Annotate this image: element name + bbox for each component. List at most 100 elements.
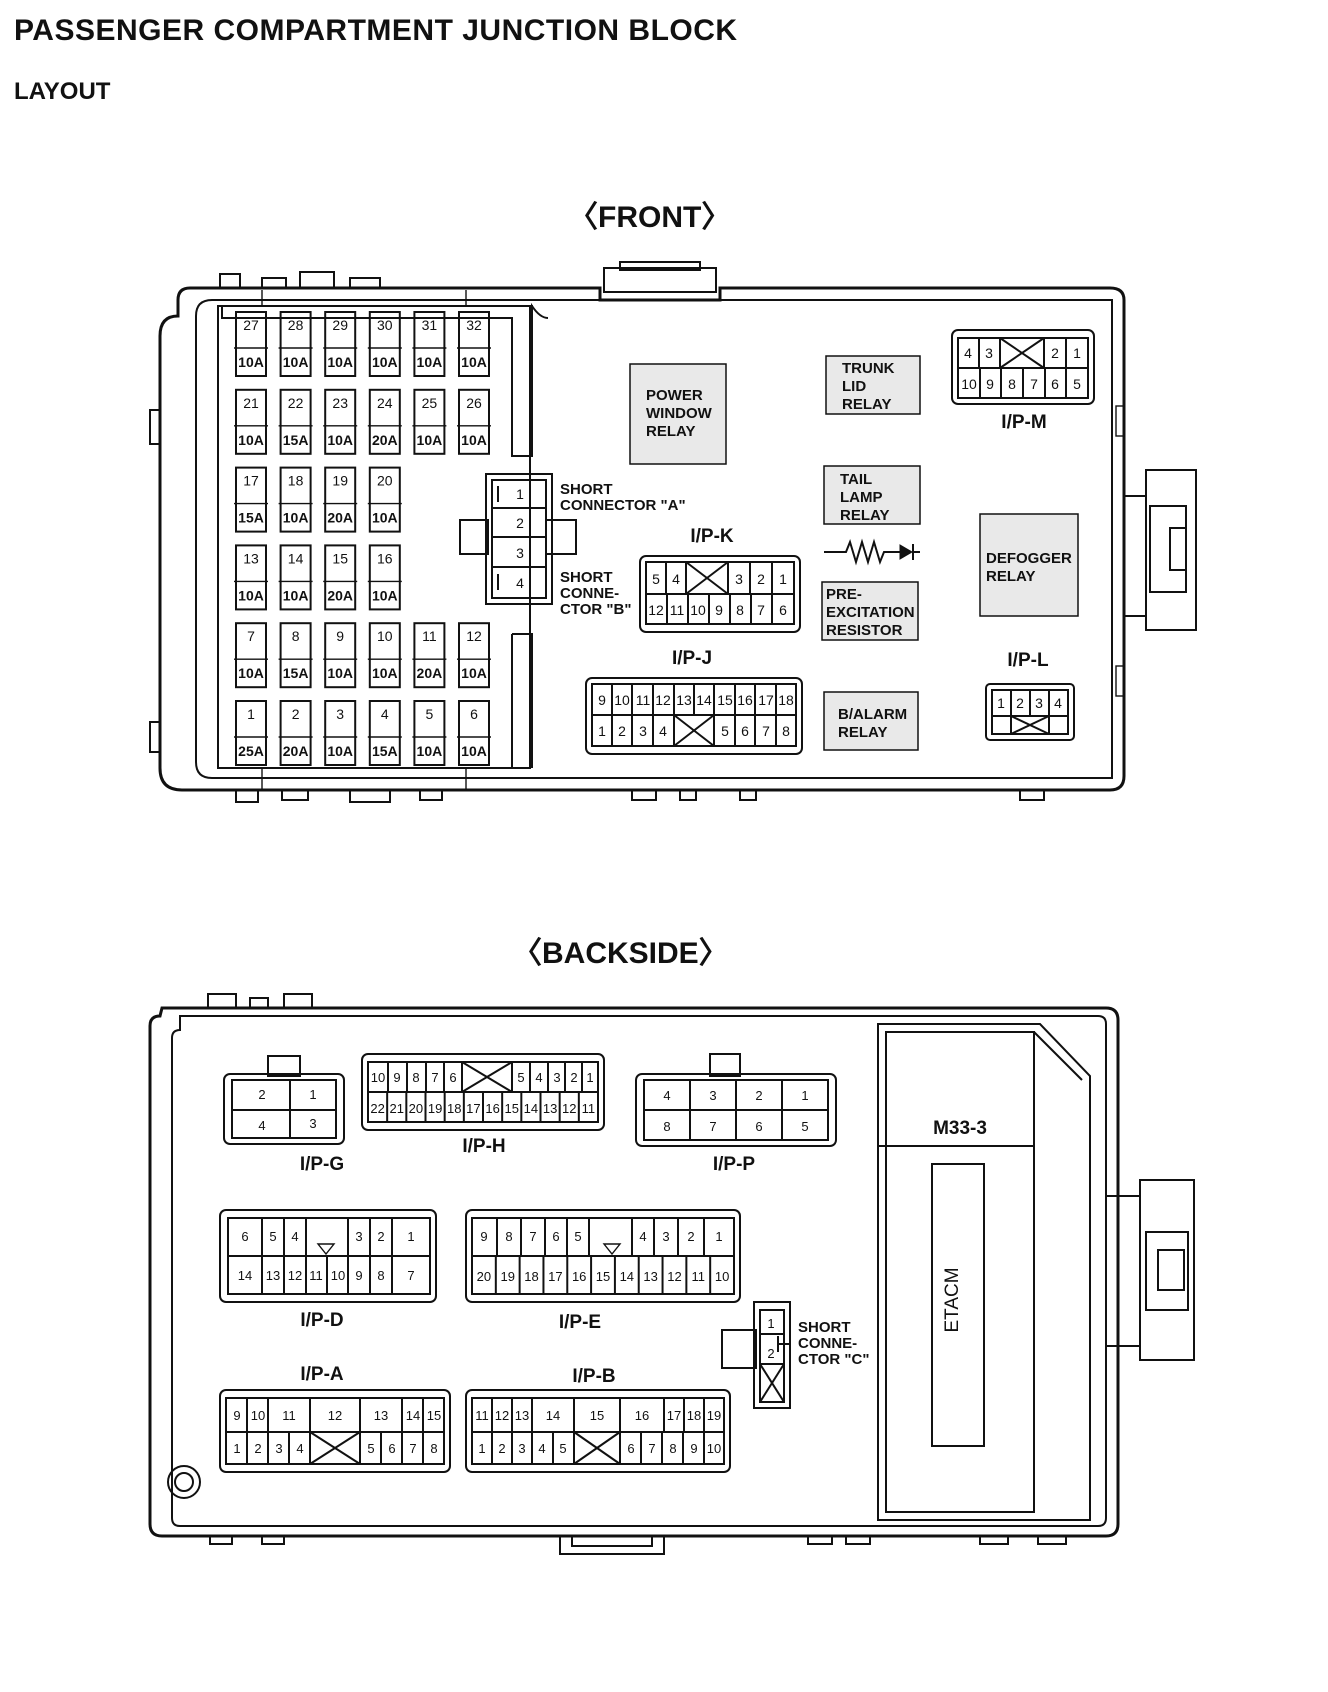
fuse-rating: 10A (238, 665, 264, 681)
fuse-number: 3 (336, 706, 344, 722)
fuse-rating: 10A (372, 510, 398, 526)
tail-lamp-relay-line-3: RELAY (840, 507, 889, 524)
ipa-label: I/P-A (300, 1364, 344, 1385)
ipl-pin-4: 4 (1054, 695, 1062, 711)
front-view-title: 〈FRONT〉 (568, 201, 732, 234)
ipb-pin-18: 18 (687, 1408, 701, 1423)
short-ab-pin-1: 1 (516, 486, 524, 502)
iph-pin-10: 10 (371, 1070, 385, 1085)
iph-pin-8: 8 (412, 1070, 419, 1085)
ipb-pin-16: 16 (635, 1408, 649, 1423)
ipj-pin-16: 16 (737, 692, 753, 708)
ipe-bottom-pin: 20 (477, 1269, 491, 1284)
iph-label: I/P-H (462, 1136, 505, 1157)
iph-pin-1: 1 (586, 1070, 593, 1085)
ipm-pin-10: 10 (961, 376, 977, 392)
ipp-label: I/P-P (713, 1154, 756, 1175)
ipk-pin-11: 11 (670, 602, 685, 618)
ipp-pin-7: 7 (709, 1119, 716, 1134)
ipj-pin-13: 13 (676, 692, 692, 708)
fuse-number: 21 (243, 395, 259, 411)
fuse-rating: 10A (461, 743, 487, 759)
ipd-pin-3: 3 (355, 1229, 362, 1244)
ipb-pin-12: 12 (495, 1408, 509, 1423)
short-c-label-line-2: CONNE- (798, 1335, 857, 1352)
iph-bottom-pin: 13 (543, 1101, 557, 1116)
fuse-number: 32 (466, 317, 482, 333)
ipp-pin-3: 3 (709, 1088, 716, 1103)
ipj-pin-1: 1 (598, 723, 606, 739)
ipp-pin-2: 2 (755, 1088, 762, 1103)
ipp-pin-8: 8 (663, 1119, 670, 1134)
ipd-pin-7: 7 (407, 1268, 414, 1283)
ipj-pin-17: 17 (758, 692, 774, 708)
fuse-rating: 10A (327, 432, 353, 448)
ipa-pin-5: 5 (367, 1441, 374, 1456)
fuse-number: 11 (422, 628, 437, 644)
fuse-number: 24 (377, 395, 393, 411)
ipe-bottom-pin: 12 (667, 1269, 681, 1284)
iph-bottom-pin: 15 (505, 1101, 519, 1116)
defogger-relay-line-2: RELAY (986, 568, 1035, 585)
tail-lamp-relay: TAIL LAMP RELAY (823, 465, 921, 525)
fuse-panel: 2710A2810A2910A3010A3110A3210A2110A2215A… (234, 311, 491, 766)
ipe-bottom-pin: 13 (643, 1269, 657, 1284)
ipa-pin-10: 10 (251, 1408, 265, 1423)
ipj-pin-14: 14 (696, 692, 712, 708)
ipa-pin-6: 6 (388, 1441, 395, 1456)
ipd-pin-4: 4 (291, 1229, 298, 1244)
fuse-number: 16 (377, 550, 393, 566)
ipe-pin-5: 5 (574, 1229, 581, 1244)
fuse-number: 27 (243, 317, 259, 333)
ipd-pin-6: 6 (241, 1229, 248, 1244)
fuse-rating: 10A (283, 354, 309, 370)
defogger-relay: DEFOGGER RELAY (979, 513, 1079, 617)
backside-view-label: BACKSIDE (542, 937, 699, 970)
fuse: 21 10A (234, 388, 268, 455)
ipe-pin-8: 8 (505, 1229, 512, 1244)
ipe-bottom-pin: 10 (715, 1269, 729, 1284)
short-ab-pin-4: 4 (516, 575, 524, 591)
b-alarm-relay-line-1: B/ALARM (838, 706, 907, 723)
ipm-label: I/P-M (1001, 412, 1046, 433)
connector-ipb: I/P-B 11 12 13 14 15 16 17 18 19 1 2 3 (465, 1366, 731, 1473)
iph-bottom-pin: 21 (390, 1101, 404, 1116)
page-title: PASSENGER COMPARTMENT JUNCTION BLOCK (14, 14, 738, 47)
b-alarm-relay-line-2: RELAY (838, 724, 887, 741)
ipp-pin-4: 4 (663, 1088, 670, 1103)
power-window-relay-line-3: RELAY (646, 423, 695, 440)
ipe-pin-3: 3 (662, 1229, 669, 1244)
ipj-label: I/P-J (672, 648, 712, 669)
short-a-label-line-2: CONNECTOR "A" (560, 497, 686, 514)
fuse-rating: 20A (327, 587, 353, 603)
fuse-number: 10 (377, 628, 393, 644)
trunk-lid-relay-line-2: LID (842, 378, 866, 395)
ipk-pin-10: 10 (690, 602, 706, 618)
front-view-label: FRONT (598, 201, 702, 234)
ipj-pin-18: 18 (778, 692, 794, 708)
ipb-pin-6: 6 (627, 1441, 634, 1456)
fuse-rating: 10A (238, 432, 264, 448)
tail-lamp-relay-line-1: TAIL (840, 471, 872, 488)
ipb-pin-7: 7 (648, 1441, 655, 1456)
ipb-pin-9: 9 (690, 1441, 697, 1456)
ipg-label: I/P-G (300, 1154, 344, 1175)
ipj-pin-2: 2 (618, 723, 626, 739)
ipb-pin-19: 19 (707, 1408, 721, 1423)
